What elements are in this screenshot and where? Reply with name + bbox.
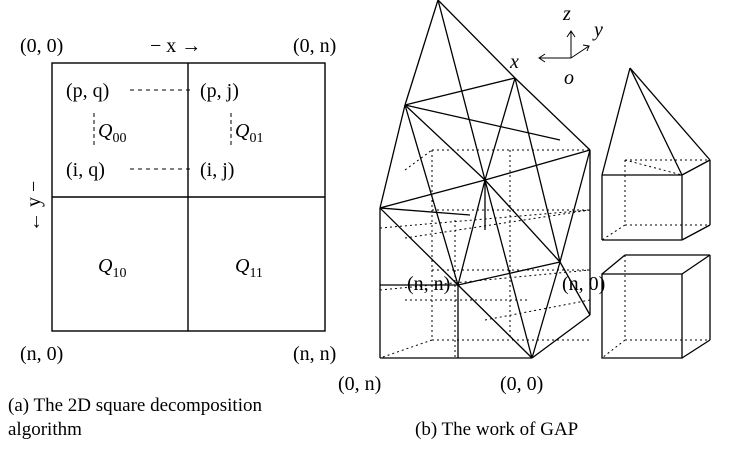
small-cube: [601, 254, 711, 359]
point-label-iq: (i, q): [66, 159, 105, 181]
caption-right: (b) The work of GAP: [415, 419, 578, 440]
hidden-edges: [379, 149, 591, 359]
gap-3d-diagram: z y x o (n, n) (n, 0) (0, n) (0, 0) (b) …: [338, 0, 711, 440]
small-pyramid: [601, 67, 711, 241]
corner-label-bottom-left: (n, 0): [20, 343, 63, 365]
square-decomposition-diagram: (0, 0) (0, n) (n, 0) (n, n) − x → ← y − …: [8, 35, 336, 440]
point-label-ij: (i, j): [200, 159, 234, 181]
coordinate-label-n0: (n, 0): [562, 273, 605, 295]
corner-label-top-left: (0, 0): [20, 35, 63, 57]
axis-label-y: y: [592, 19, 603, 41]
coordinate-label-0n: (0, n): [338, 373, 381, 395]
corner-label-top-right: (0, n): [293, 35, 336, 57]
quadrant-label-q11: Q11: [235, 255, 263, 281]
corner-label-bottom-right: (n, n): [293, 343, 336, 365]
point-label-pj: (p, j): [200, 80, 239, 102]
visible-edges: [379, 0, 591, 359]
y-axis-label: ← y −: [23, 181, 45, 232]
coordinate-label-00: (0, 0): [500, 373, 543, 395]
point-label-pq: (p, q): [66, 80, 109, 102]
caption-left-line1: (a) The 2D square decomposition: [8, 395, 262, 416]
quadrant-label-q00: Q00: [98, 120, 126, 146]
axis-label-origin: o: [564, 67, 574, 89]
x-axis-label: − x →: [150, 35, 201, 57]
caption-left-line2: algorithm: [8, 419, 82, 440]
axis-indicator: [538, 30, 590, 63]
axis-label-z: z: [562, 3, 571, 25]
quadrant-label-q10: Q10: [98, 255, 126, 281]
coordinate-label-nn: (n, n): [407, 273, 450, 295]
quadrant-label-q01: Q01: [235, 120, 263, 146]
axis-label-x: x: [509, 51, 519, 73]
